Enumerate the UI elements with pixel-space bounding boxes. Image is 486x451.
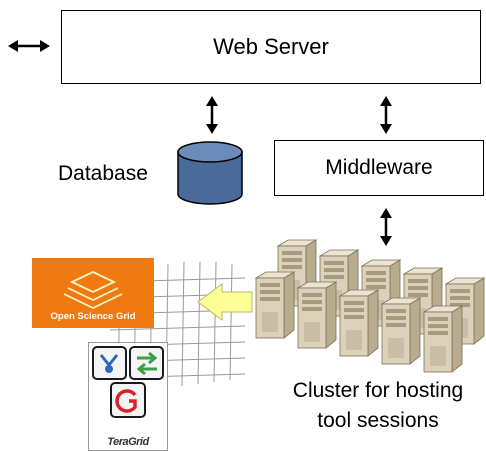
web-server-box: Web Server <box>61 10 481 84</box>
middleware-box: Middleware <box>274 140 484 196</box>
cluster-label: Cluster for hosting tool sessions <box>268 376 486 436</box>
middleware-label: Middleware <box>325 156 433 179</box>
cluster-servers-icon <box>254 239 486 373</box>
middleware-cluster-arrow <box>380 208 392 246</box>
teragrid-icon <box>92 346 164 418</box>
osg-layers-icon <box>63 271 123 309</box>
cluster-to-grid-arrow <box>197 283 253 321</box>
server-tower-icon <box>254 271 296 339</box>
database-cylinder-icon <box>177 141 243 205</box>
server-tower-icon <box>422 305 464 373</box>
cluster-label-line1: Cluster for hosting <box>292 379 464 402</box>
database-label: Database <box>58 162 148 185</box>
webserver-database-arrow <box>206 96 218 134</box>
server-tower-icon <box>380 297 422 365</box>
external-double-arrow <box>8 40 50 52</box>
server-tower-icon <box>296 281 338 349</box>
server-tower-icon <box>338 289 380 357</box>
teragrid-logo: TeraGrid <box>88 342 168 451</box>
open-science-grid-logo: Open Science Grid <box>32 258 154 328</box>
teragrid-logo-text: TeraGrid <box>107 436 149 448</box>
webserver-middleware-arrow <box>380 96 392 134</box>
cluster-label-line2: tool sessions <box>317 409 439 432</box>
osg-logo-text: Open Science Grid <box>50 311 136 322</box>
web-server-label: Web Server <box>213 34 329 59</box>
